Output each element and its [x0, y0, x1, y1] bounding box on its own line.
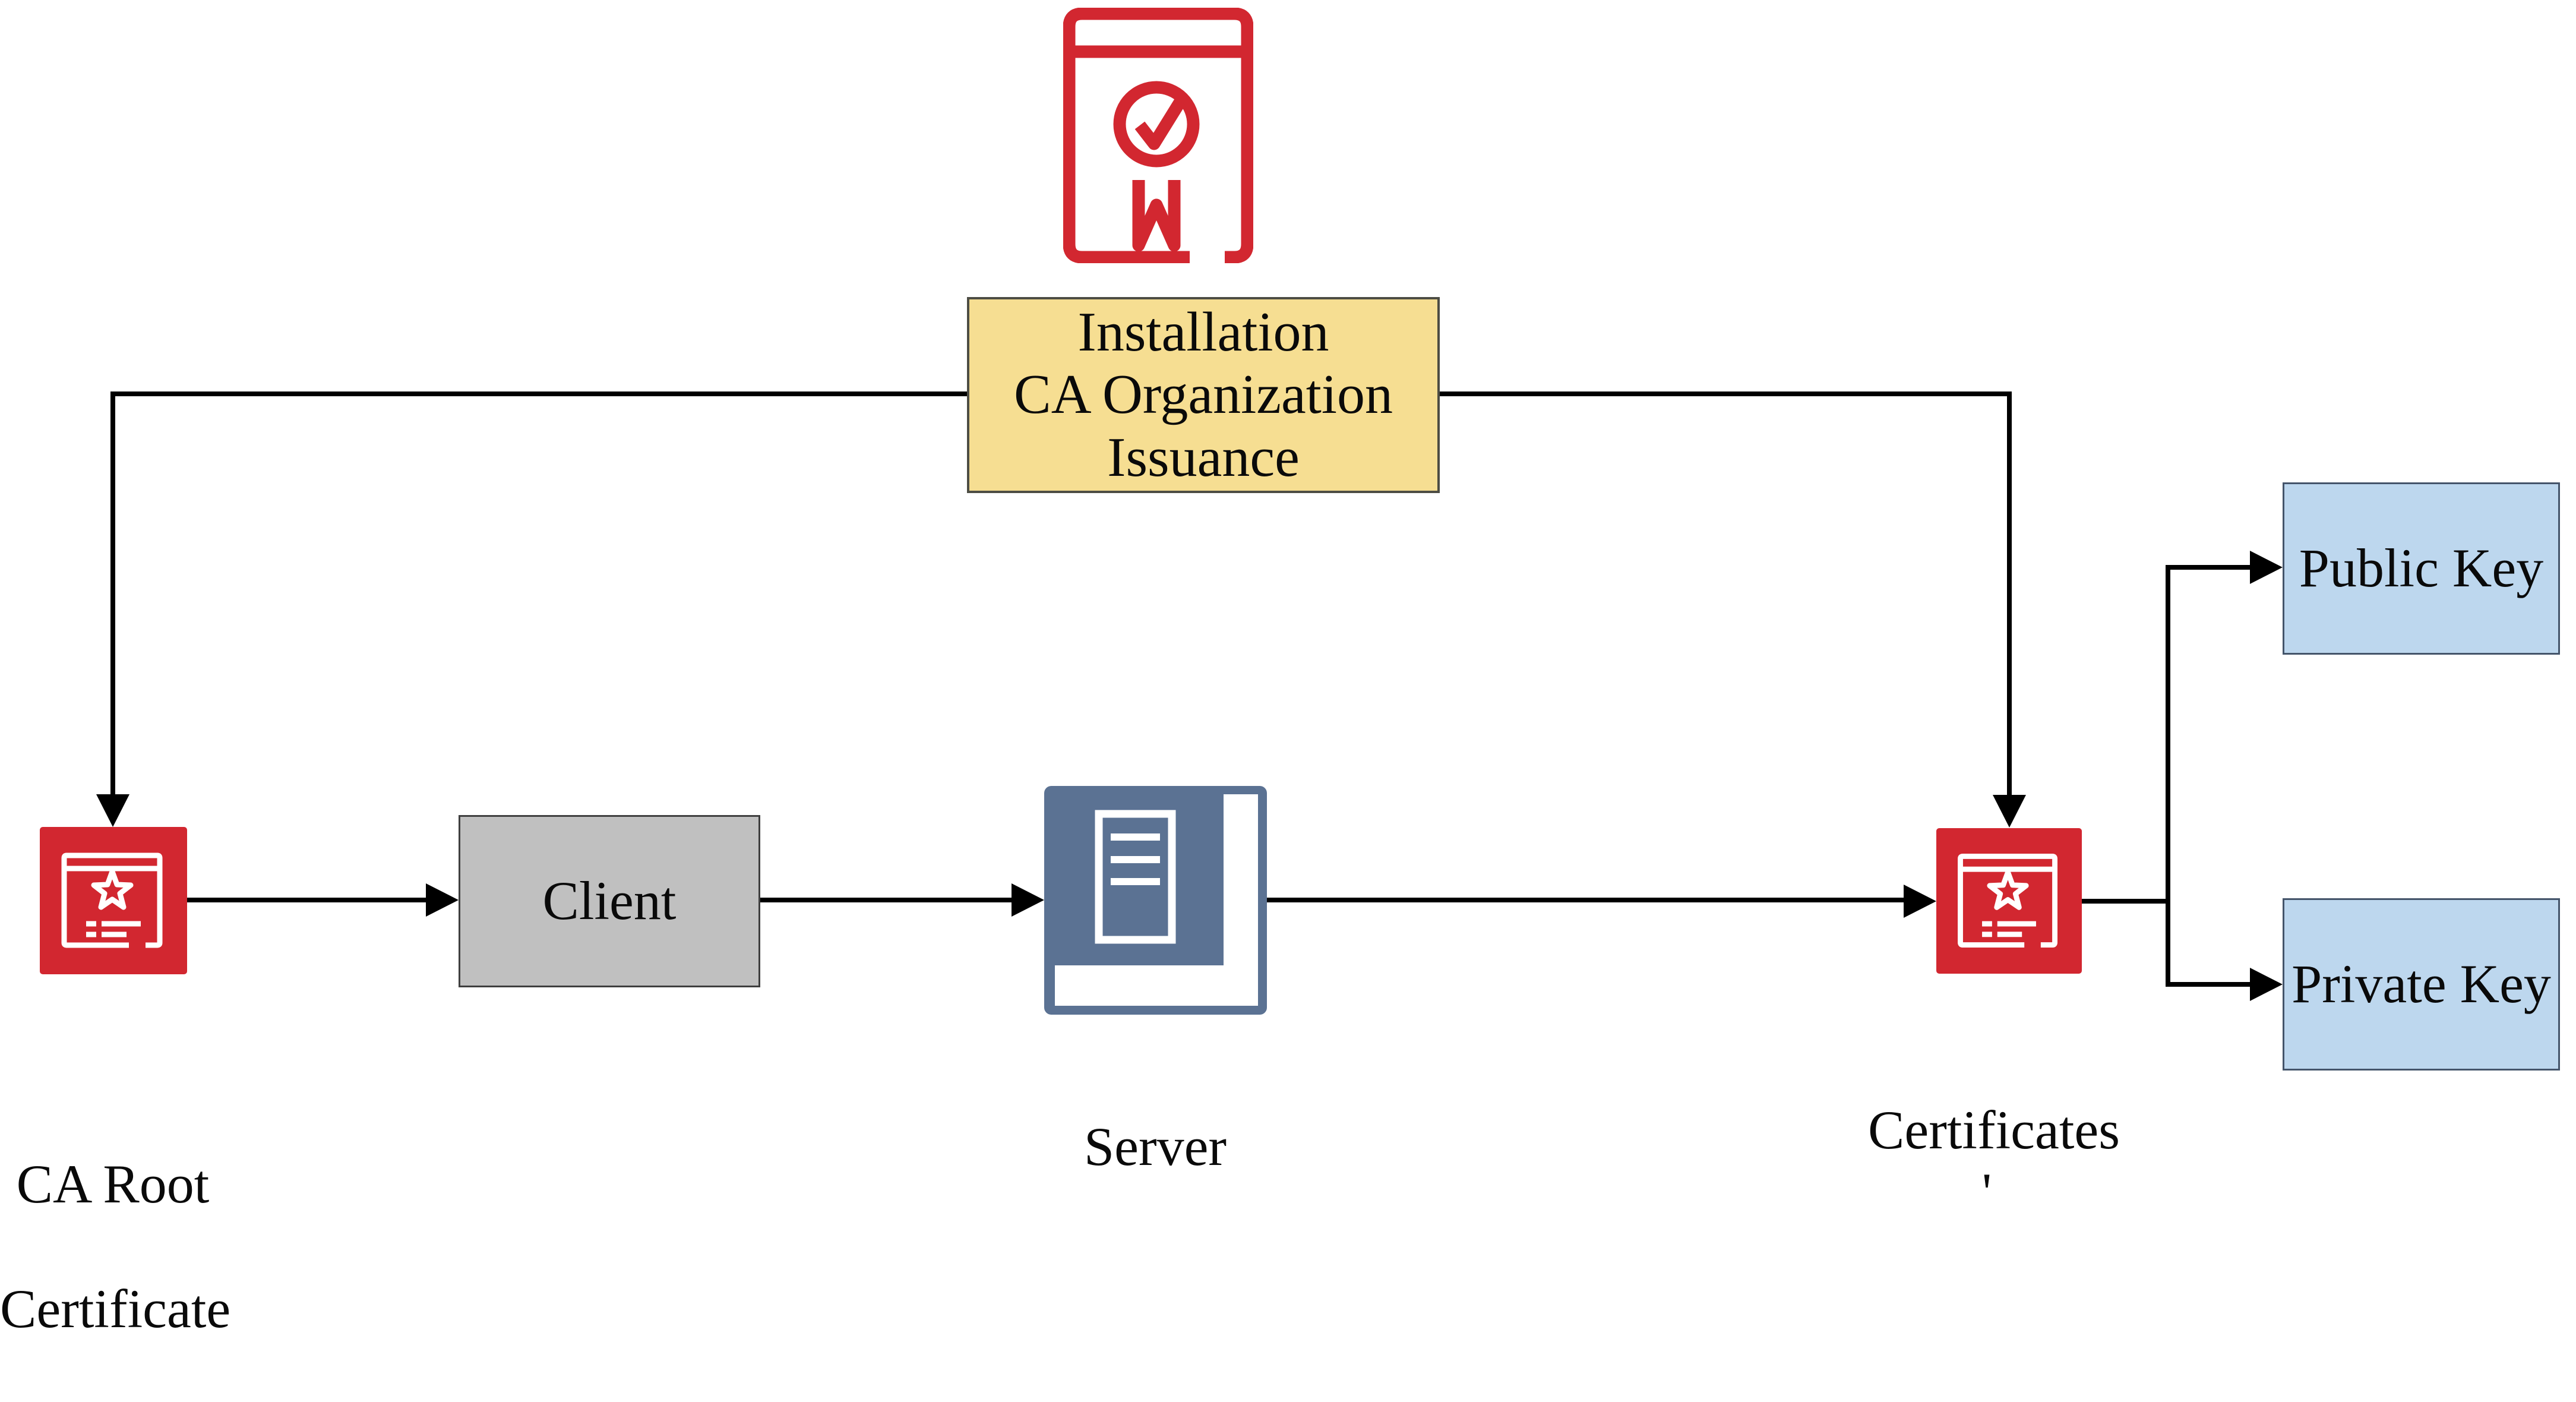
process-box: Installation CA Organization Issuance [967, 297, 1440, 493]
private-key-box: Private Key [2283, 898, 2560, 1071]
certificate-award-icon [1063, 8, 1253, 263]
arrowhead-into-certificates-top [1993, 795, 2026, 828]
ca-root-label: CA Root Certificate [0, 1153, 231, 1339]
public-key-box: Public Key [2283, 482, 2560, 655]
arrowhead-into-ca-root [96, 794, 129, 827]
process-box-line: Installation [1077, 301, 1329, 364]
arrowhead-into-client [426, 883, 459, 917]
connector-process-to-ca-root [110, 391, 967, 796]
private-key-label: Private Key [2291, 953, 2551, 1015]
arrowhead-into-server [1012, 883, 1044, 917]
server-icon [1044, 786, 1267, 1015]
public-key-label: Public Key [2299, 538, 2544, 599]
server-label: Server [1083, 1116, 1227, 1177]
certificates-label: Certificates ' [1868, 1100, 2120, 1223]
process-box-line: Issuance [1107, 426, 1300, 488]
arrowhead-into-public-key [2250, 551, 2283, 584]
client-label: Client [542, 870, 677, 931]
connectors-layer [96, 391, 2283, 1001]
client-box: Client [459, 815, 760, 987]
arrowhead-into-certificates-left [1904, 885, 1936, 918]
connector-process-to-certificates [1440, 391, 2012, 797]
certificate-icon [1936, 828, 2082, 974]
certificate-icon [40, 827, 187, 974]
process-box-line: CA Organization [1014, 364, 1393, 426]
arrowhead-into-private-key [2250, 968, 2283, 1001]
